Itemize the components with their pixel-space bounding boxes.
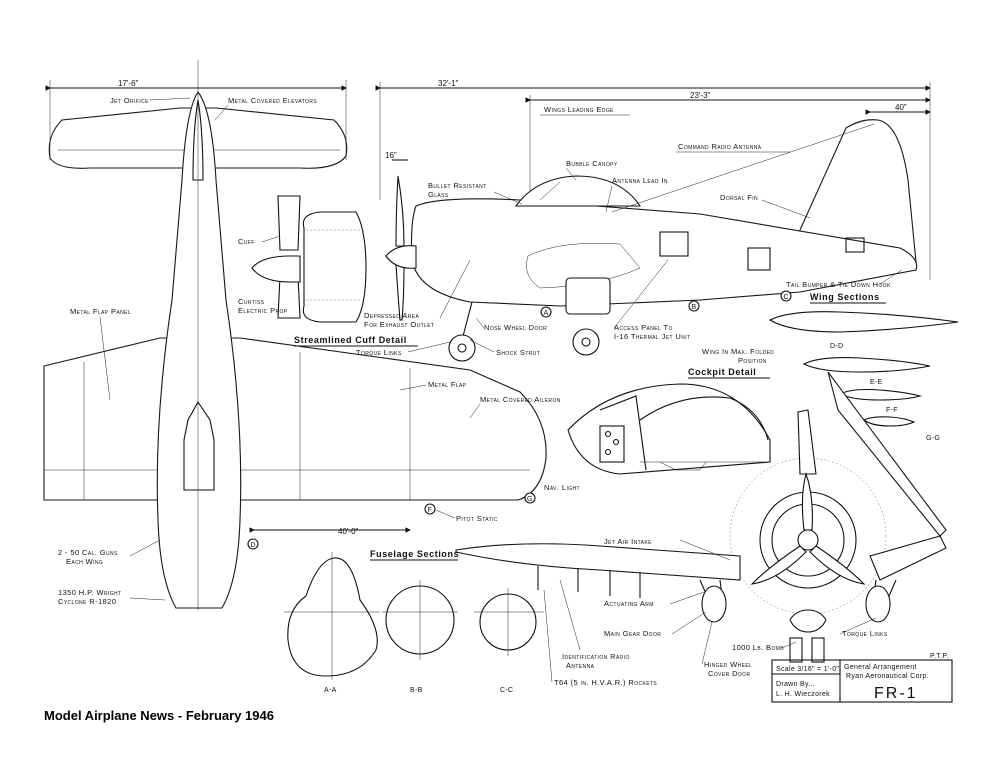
label-tail-bumper: Tail Bumper & Tie Down Hook: [786, 280, 891, 289]
label-wing-folded-line1: Wing In Max. Folded: [702, 347, 774, 356]
plan-fuselage: [156, 91, 242, 609]
label-curtiss-line1: Curtiss: [238, 297, 265, 306]
title-block-title-line1: General Arrangement: [844, 664, 917, 671]
label-metal-covered-elevators: Metal Covered Elevators: [228, 96, 317, 105]
title-block-drawn-by-name: L. H. Wieczorek: [776, 691, 830, 698]
label-pitot-static: Pitot Static: [456, 514, 498, 523]
label-access-panel-line1: Access Panel To: [614, 323, 673, 332]
callout-b: B: [692, 304, 697, 311]
label-metal-flap-panel: Metal Flap Panel: [70, 307, 131, 316]
label-wing-sections: Wing Sections: [810, 292, 880, 302]
section-label-c: C-C: [500, 687, 513, 694]
label-torque-links-front: Torque Links: [842, 629, 888, 638]
label-nav-light: Nav. Light: [544, 483, 580, 492]
dim-wing-span: 40'-0": [338, 527, 359, 536]
label-streamlined-cuff-detail: Streamlined Cuff Detail: [294, 335, 407, 345]
label-dorsal-fin: Dorsal Fin: [720, 193, 758, 202]
callout-c: C: [784, 294, 789, 301]
cuff-detail: [251, 195, 367, 323]
callout-g: G: [527, 496, 533, 503]
label-identification-radio-line2: Antenna: [566, 661, 595, 670]
label-guns-line2: Each Wing: [66, 557, 103, 566]
label-cockpit-detail: Cockpit Detail: [688, 367, 756, 377]
label-curtiss-line2: Electric Prop: [238, 306, 288, 315]
label-bullet-resistant-line1: Bullet Resistant: [428, 181, 487, 190]
label-metal-flap: Metal Flap: [428, 380, 467, 389]
magazine-caption: Model Airplane News - February 1946: [44, 708, 274, 723]
label-metal-covered-aileron: Metal Covered Aileron: [480, 395, 561, 404]
section-label-a: A-A: [324, 687, 337, 694]
title-block-title-line2: Ryan Aeronautical Corp.: [846, 673, 929, 680]
dim-prop-offset: 16": [385, 151, 397, 160]
label-nose-wheel-door: Nose Wheel Door: [484, 323, 547, 332]
label-command-radio-antenna: Command Radio Antenna: [678, 142, 762, 151]
label-cuff: Cuff: [238, 237, 255, 246]
label-depressed-area-line1: Depressed Area: [364, 311, 419, 320]
plan-main-wing: [43, 337, 547, 501]
callout-a: A: [544, 310, 549, 317]
label-identification-radio-line1: Identification Radio: [562, 652, 630, 661]
dim-leading-edge-to-tail: 23'-3": [690, 91, 711, 100]
dim-fin-offset: 40": [895, 103, 907, 112]
label-guns-line1: 2 - 50 Cal. Guns: [58, 548, 118, 557]
label-bullet-resistant-line2: Glass: [428, 190, 449, 199]
section-label-f: F-F: [886, 407, 898, 414]
cockpit-detail: [567, 383, 771, 475]
title-block-initials: P.T.P.: [930, 653, 949, 660]
label-bubble-canopy: Bubble Canopy: [566, 159, 618, 168]
label-main-gear-door: Main Gear Door: [604, 629, 661, 638]
dim-length: 32'-1": [438, 79, 459, 88]
section-label-g: G-G: [926, 435, 940, 442]
label-engine-line2: Cyclone R-1820: [58, 597, 116, 606]
label-wing-folded-line2: Position: [738, 356, 767, 365]
label-fuselage-sections: Fuselage Sections: [370, 549, 459, 559]
label-hinged-wheel-line2: Cover Door: [708, 669, 750, 678]
label-wings-leading-edge: Wings Leading Edge: [544, 105, 614, 114]
label-antenna-lead-in: Antenna Lead In: [612, 176, 668, 185]
side-view: 32'-1" 23'-3" 40" 16": [375, 79, 931, 362]
label-hinged-wheel-line1: Hinged Wheel: [704, 660, 752, 669]
label-bomb: 1000 Lb. Bomb: [732, 643, 784, 652]
label-rockets: T64 (5 in. H.V.A.R.) Rockets: [554, 678, 657, 687]
section-label-d: D-D: [830, 343, 843, 350]
fuselage-sections: [284, 552, 544, 680]
section-label-e: E-E: [870, 379, 883, 386]
title-block: [771, 659, 953, 703]
title-block-designation: FR-1: [874, 685, 918, 702]
front-view: [455, 371, 947, 663]
wing-sections: [768, 311, 959, 427]
label-jet-orifice: Jet Orifice: [110, 96, 149, 105]
callout-f: F: [428, 507, 433, 514]
label-shock-strut: Shock Strut: [496, 348, 540, 357]
title-block-drawn-by-label: Drawn By...: [776, 681, 815, 688]
label-torque-links: Torque Links: [356, 348, 402, 357]
label-access-panel-line2: I-16 Thermal Jet Unit: [614, 332, 690, 341]
label-jet-air-intake: Jet Air Intake: [604, 537, 652, 546]
title-block-scale: Scale 3/16" = 1'-0": [776, 666, 839, 673]
dim-tail-span: 17'-6": [118, 79, 139, 88]
label-actuating-arm: Actuating Arm: [604, 599, 654, 608]
plan-view: 17'-6" 40'-0" D F G: [43, 60, 547, 610]
label-depressed-area-line2: For Exhaust Outlet: [364, 320, 434, 329]
callout-d: D: [251, 542, 256, 549]
label-engine-line1: 1350 H.P. Wright: [58, 588, 122, 597]
section-label-b: B-B: [410, 687, 423, 694]
